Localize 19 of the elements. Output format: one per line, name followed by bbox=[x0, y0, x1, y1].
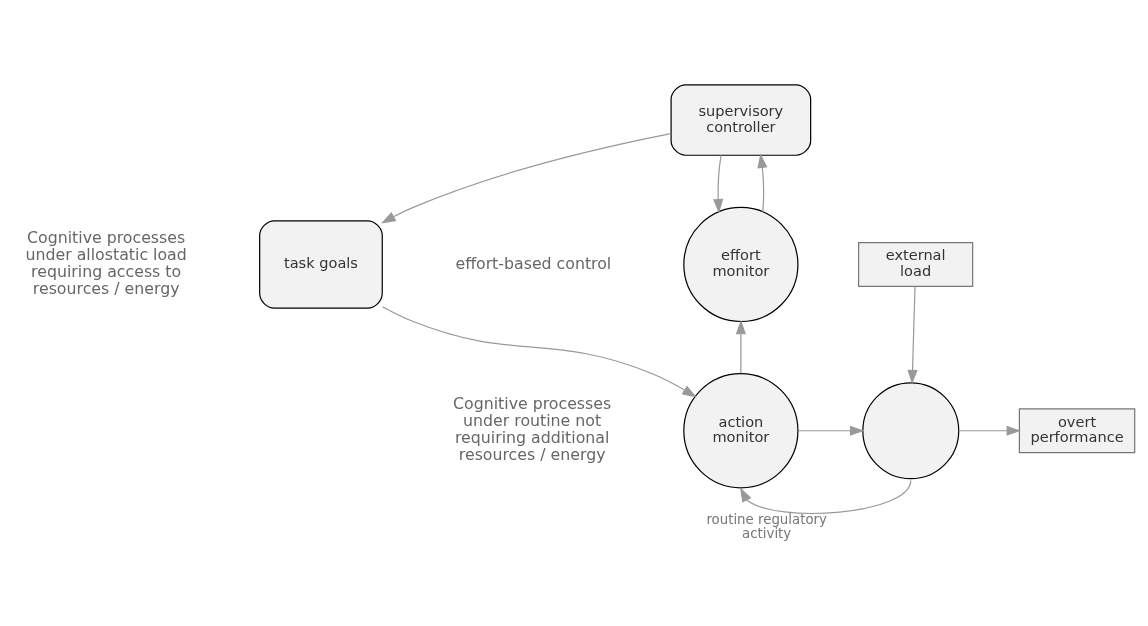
node-box: overt performance bbox=[1018, 407, 1136, 453]
arrow bbox=[907, 285, 918, 384]
node-circle bbox=[862, 381, 960, 479]
node-box: external load bbox=[858, 241, 974, 287]
arrow bbox=[740, 479, 912, 514]
node-circle: effort monitor bbox=[683, 206, 799, 322]
arrow bbox=[713, 154, 724, 214]
arrow bbox=[797, 425, 865, 436]
arrow bbox=[757, 152, 768, 212]
arrow bbox=[735, 319, 746, 374]
arrow bbox=[381, 305, 697, 397]
label: effort-based control bbox=[455, 253, 612, 273]
edge-label: routine regulatory activity bbox=[706, 511, 827, 541]
node-box: task goals bbox=[259, 219, 383, 309]
arrow bbox=[958, 425, 1022, 436]
node-box: supervisory controller bbox=[670, 83, 812, 156]
label: Cognitive processes under allostatic load requiring access to resources / energy bbox=[25, 227, 187, 298]
label: Cognitive processes under routine not requiring additional resources / energy bbox=[453, 393, 612, 464]
arrow bbox=[381, 132, 672, 223]
